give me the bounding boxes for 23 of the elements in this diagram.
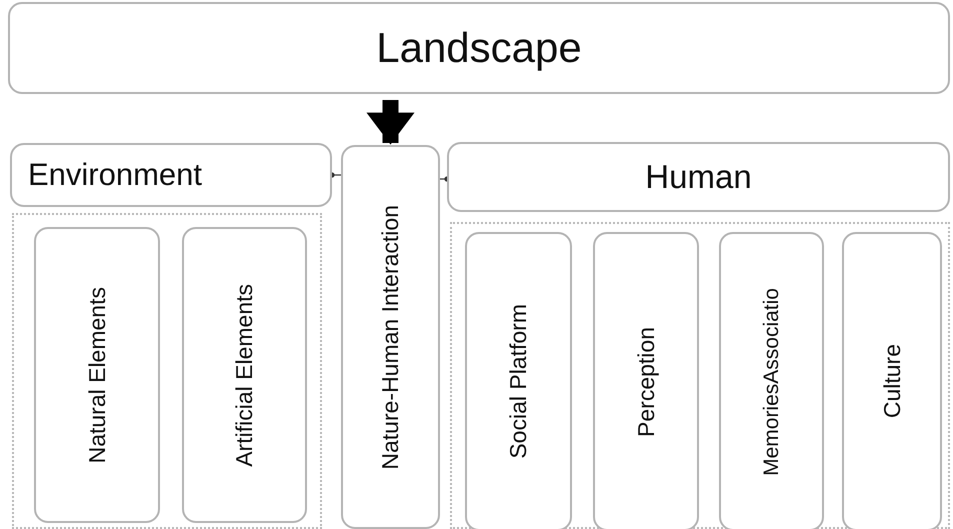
dotted-group-box — [12, 213, 322, 529]
box-label: MemoriesAssociatio — [760, 288, 784, 476]
box-label: Environment — [28, 157, 202, 193]
box-label: Perception — [632, 326, 660, 436]
box-label: Natural Elements — [84, 286, 110, 464]
rounded-box — [447, 142, 950, 212]
rounded-box — [182, 227, 307, 523]
box-label: Culture — [878, 344, 906, 419]
rounded-box — [465, 232, 572, 529]
box-label: Human — [645, 158, 752, 196]
box-label: Artificial Elements — [231, 284, 258, 466]
rounded-box — [593, 232, 699, 529]
box-label: Nature-Human Interaction — [377, 204, 404, 470]
block-arrow — [366, 100, 414, 145]
dotted-group-box — [450, 222, 950, 529]
box-label: Social Platform — [505, 304, 532, 459]
rounded-box — [842, 232, 942, 529]
rounded-box — [10, 143, 332, 207]
box-label: Landscape — [376, 24, 582, 72]
rounded-box — [8, 2, 950, 94]
rounded-box — [34, 227, 160, 523]
rounded-box — [341, 145, 440, 529]
rounded-box — [719, 232, 824, 529]
